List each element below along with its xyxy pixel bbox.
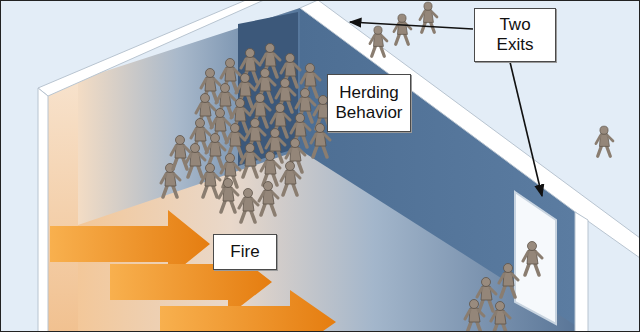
person — [491, 302, 510, 332]
person — [465, 300, 484, 332]
person — [206, 134, 225, 168]
person — [370, 26, 387, 56]
person — [477, 278, 496, 312]
person — [261, 152, 280, 186]
wall-corner-edge — [38, 88, 48, 332]
person — [281, 162, 300, 196]
callout-text: Two Exits — [489, 15, 541, 55]
person — [596, 126, 613, 156]
person — [420, 2, 437, 32]
left-wall — [46, 80, 78, 332]
fire-arrow — [160, 290, 336, 332]
person — [161, 164, 180, 198]
person — [219, 179, 238, 213]
person — [499, 264, 518, 298]
right-exit-door — [515, 192, 556, 324]
person — [241, 144, 260, 178]
crowd — [161, 44, 333, 223]
callout-box: Fire — [213, 234, 277, 270]
callout-box: Two Exits — [474, 8, 556, 62]
person — [226, 124, 245, 158]
evacuees — [370, 2, 613, 332]
person — [239, 189, 258, 223]
leader-arrow — [510, 62, 542, 196]
person — [394, 14, 411, 44]
person — [201, 164, 220, 198]
callout-text: Fire — [217, 242, 273, 262]
back-wall — [78, 8, 300, 225]
wall-corner-edge — [575, 212, 588, 332]
person — [171, 136, 190, 170]
person — [523, 242, 542, 276]
wall-top-edge — [38, 0, 264, 96]
leader-arrow — [350, 22, 473, 29]
callout-text: Herding Behavior — [332, 83, 406, 123]
callout-box: Herding Behavior — [327, 74, 411, 132]
person — [259, 182, 278, 216]
person — [186, 144, 205, 178]
wall-top-edge — [300, 0, 640, 258]
